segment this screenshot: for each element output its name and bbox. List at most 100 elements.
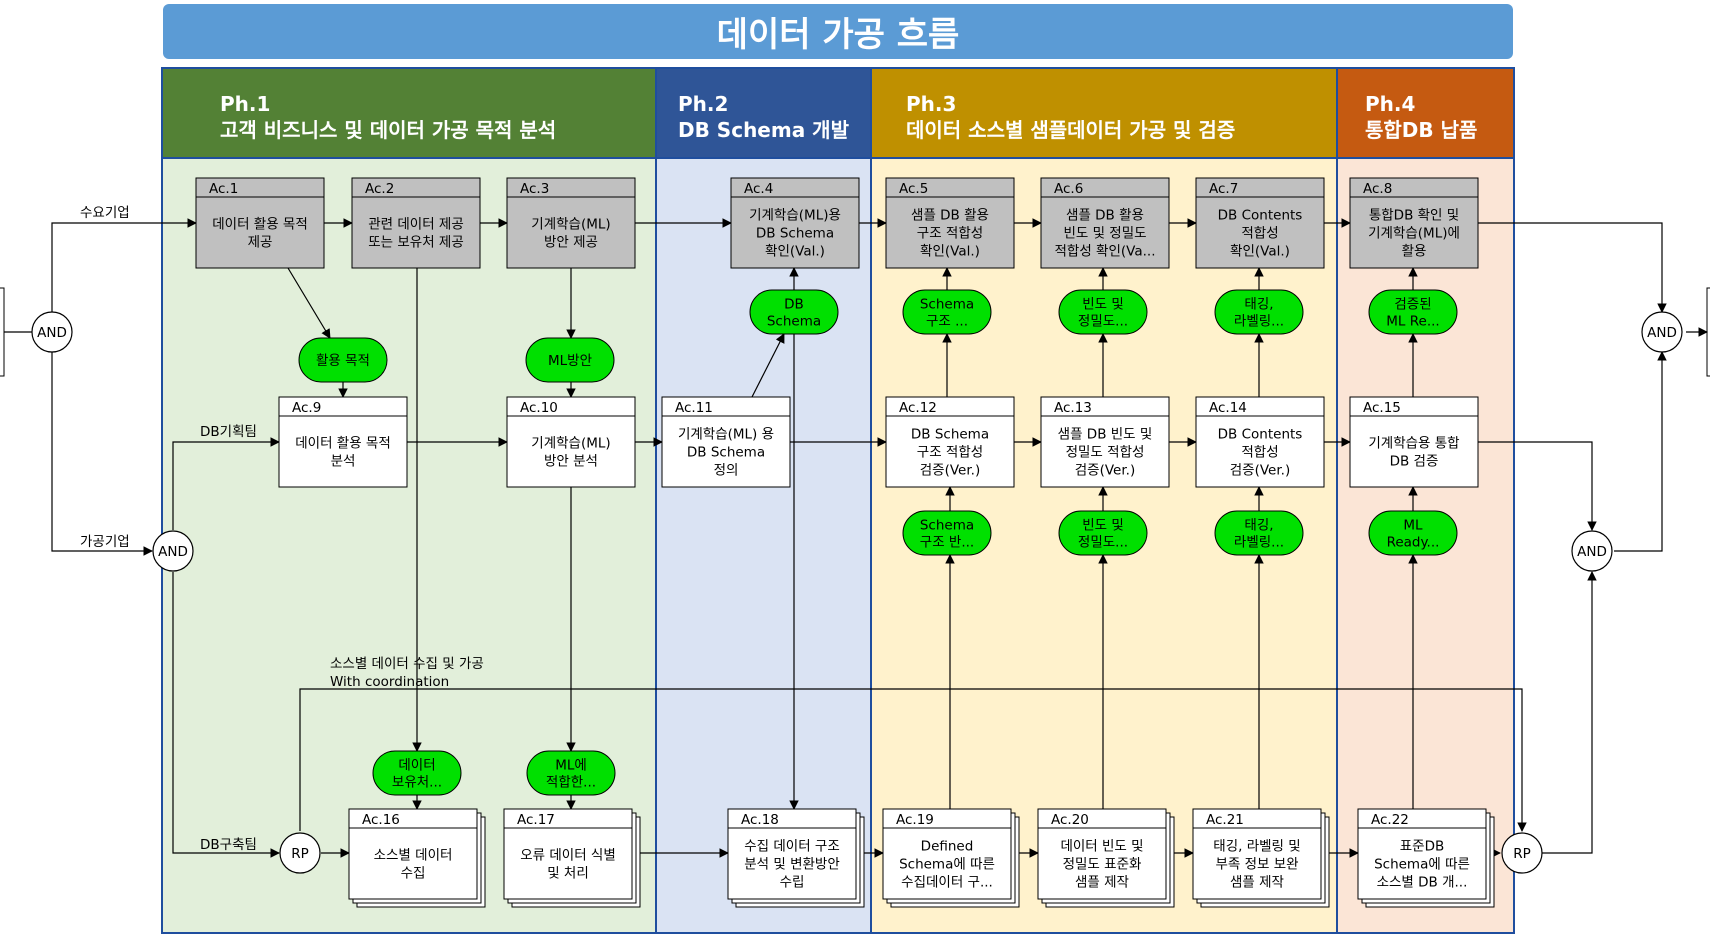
ph1-name: 고객 비즈니스 및 데이터 가공 목적 분석 xyxy=(220,118,556,142)
activity-text: 소스별 데이터 xyxy=(374,848,453,864)
ph3-code: Ph.3 xyxy=(906,92,956,116)
activity-text: Defined xyxy=(921,839,974,855)
activity-text: 기계학습(ML) xyxy=(531,436,610,452)
activity-text: 제공 xyxy=(248,235,273,251)
connector xyxy=(299,688,1527,832)
activity-text: 표준DB xyxy=(1400,839,1445,855)
activity-text: 기계학습(ML)에 xyxy=(1368,226,1460,242)
ph1-code: Ph.1 xyxy=(220,92,270,116)
activity-id: Ac.11 xyxy=(675,400,713,416)
work-product-text: 데이터 xyxy=(398,758,435,774)
activity-id: Ac.4 xyxy=(744,181,773,197)
work-product-text: 활용 목적 xyxy=(316,353,370,369)
activity-text: 데이터 활용 목적 xyxy=(212,217,308,233)
activity-id: Ac.1 xyxy=(209,181,238,197)
gateway-rp-start xyxy=(279,832,321,874)
work-product-p-fit[interactable]: ML에적합한... xyxy=(526,750,616,796)
activity-text: 검증(Ver.) xyxy=(1230,463,1290,479)
gateway-and-join-top xyxy=(1641,311,1683,353)
work-product-p-tag-r[interactable]: 태깅,라벨링... xyxy=(1214,510,1304,556)
work-product-p-freq-v[interactable]: 빈도 및정밀도... xyxy=(1058,289,1148,335)
work-product-text: 빈도 및 xyxy=(1082,297,1124,313)
work-product-p-tag-v[interactable]: 태깅,라벨링... xyxy=(1214,289,1304,335)
activity-text: 및 처리 xyxy=(547,866,589,882)
work-product-text: Schema xyxy=(920,518,974,534)
work-product-p-hold[interactable]: 데이터보유처... xyxy=(372,750,462,796)
coordination-note-1: 소스별 데이터 수집 및 가공 xyxy=(330,656,484,672)
activity-text: DB Contents xyxy=(1218,427,1303,443)
activity-text: 오류 데이터 식별 xyxy=(520,848,616,864)
activity-text: 정의 xyxy=(714,463,739,479)
connector xyxy=(751,333,785,398)
work-product-p-freq-r[interactable]: 빈도 및정밀도... xyxy=(1058,510,1148,556)
ph4-name: 통합DB 납품 xyxy=(1365,118,1477,142)
work-product-p-schema-v[interactable]: Schema구조 ... xyxy=(902,289,992,335)
activity-text: 검증(Ver.) xyxy=(920,463,980,479)
work-product-text: 구조 반... xyxy=(920,535,974,551)
activity-id: Ac.19 xyxy=(896,812,934,828)
activity-id: Ac.12 xyxy=(899,400,937,416)
ph3-name: 데이터 소스별 샘플데이터 가공 및 검증 xyxy=(906,118,1235,142)
activity-text: DB Contents xyxy=(1218,208,1303,224)
work-product-text: 라벨링... xyxy=(1234,535,1284,551)
activity-text: 활용 xyxy=(1402,244,1427,260)
ph2-header xyxy=(656,68,871,158)
activity-text: DB 검증 xyxy=(1390,454,1439,470)
activity-text: 빈도 및 정밀도 xyxy=(1063,226,1146,242)
activity-text: 구조 적합성 xyxy=(917,445,983,461)
activity-text: 방안 제공 xyxy=(544,235,598,251)
ph3-header xyxy=(871,68,1337,158)
activity-text: 수집 데이터 구조 xyxy=(744,839,840,855)
activity-id: Ac.9 xyxy=(292,400,321,416)
connector xyxy=(172,572,280,858)
start-event xyxy=(0,287,5,377)
work-product-text: 태깅, xyxy=(1244,297,1273,313)
connector xyxy=(1478,222,1667,313)
work-product-text: 적합한... xyxy=(546,775,596,791)
connectors xyxy=(4,218,1708,858)
work-product-p-ml[interactable]: ML방안 xyxy=(525,337,615,383)
work-product-p-use[interactable]: 활용 목적 xyxy=(298,337,388,383)
activity-text: 확인(Val.) xyxy=(765,244,825,260)
role-label-build: DB구축팀 xyxy=(200,837,257,853)
title-bar xyxy=(163,4,1513,59)
work-product-p-ml-ready[interactable]: MLReady... xyxy=(1368,510,1458,556)
connector xyxy=(1542,571,1597,854)
ph1-header xyxy=(162,68,656,158)
gateway-and-split-processor xyxy=(152,530,194,572)
activity-text: 수립 xyxy=(780,875,805,891)
work-product-text: 빈도 및 xyxy=(1082,518,1124,534)
activity-id: Ac.3 xyxy=(520,181,549,197)
connector xyxy=(51,352,153,556)
activity-text: 적합성 확인(Va... xyxy=(1055,244,1156,260)
activity-id: Ac.14 xyxy=(1209,400,1247,416)
gateway-and-join-processor xyxy=(1571,530,1613,572)
activity-text: 적합성 xyxy=(1241,226,1278,242)
